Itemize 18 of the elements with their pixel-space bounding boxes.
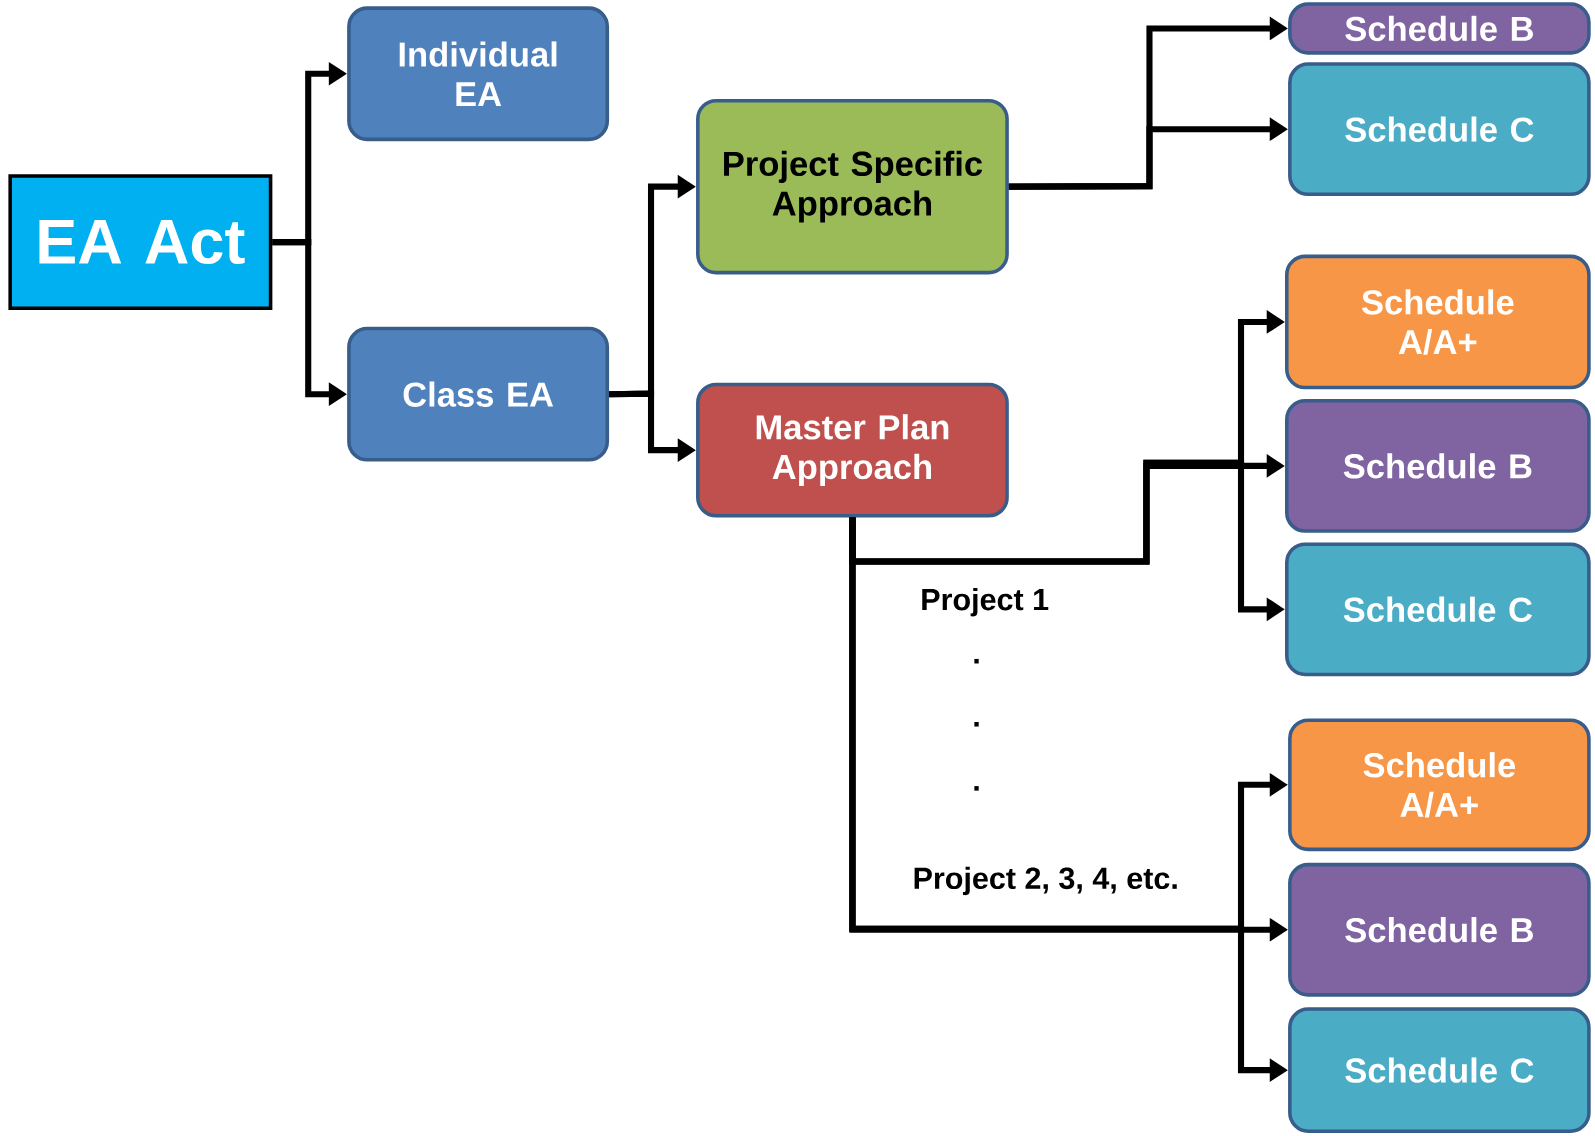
process-box: Schedule B [1285, 398, 1591, 533]
process-box: Master Plan Approach [696, 382, 1009, 518]
process-box: Individual EA [347, 6, 610, 142]
edge-label: Project 1 [918, 585, 1052, 619]
process-box: Schedule C [1285, 542, 1591, 677]
process-box: Class EA [347, 326, 610, 462]
process-box: Schedule B [1288, 862, 1591, 997]
process-box: EA Act [8, 174, 273, 310]
process-box: Project Specific Approach [696, 98, 1009, 275]
process-box: Schedule C [1288, 1007, 1591, 1133]
process-box: Schedule C [1288, 62, 1591, 196]
ellipsis-dot: . [974, 658, 979, 664]
edge-label: Project 2, 3, 4, etc. [910, 864, 1181, 898]
ellipsis-dot: . [974, 721, 979, 727]
process-box: Schedule A/A+ [1288, 718, 1591, 852]
ellipsis-dot: . [974, 785, 979, 791]
process-box: Schedule A/A+ [1285, 254, 1591, 390]
process-box: Schedule B [1288, 2, 1591, 55]
